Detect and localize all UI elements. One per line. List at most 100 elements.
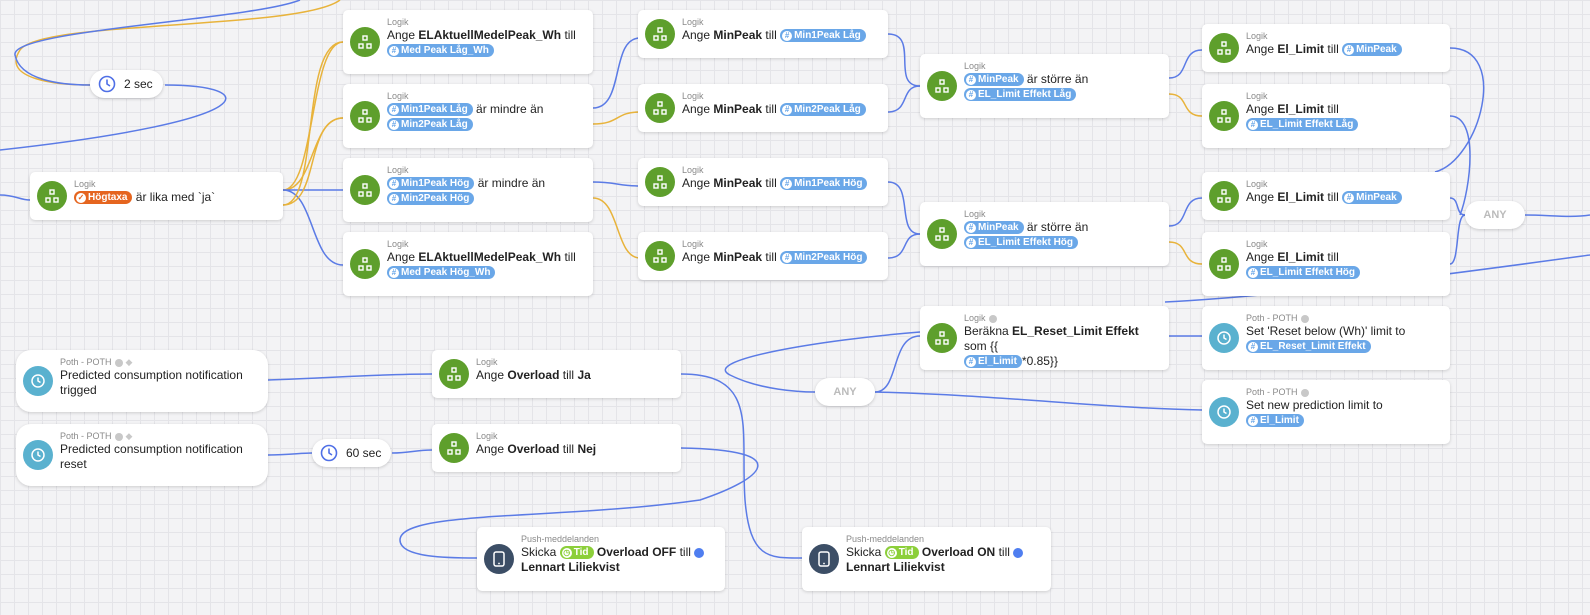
logic-icon xyxy=(927,219,957,249)
variable-tag: #Min1Peak Hög xyxy=(387,177,475,191)
logic-icon xyxy=(439,359,469,389)
logic-icon xyxy=(1209,249,1239,279)
logic-icon xyxy=(1209,101,1239,131)
logic-icon xyxy=(1209,181,1239,211)
trigger-text: Predicted consumption notification trigg… xyxy=(60,368,243,397)
card-category: Logik xyxy=(387,239,409,249)
tag-icon[interactable]: ◆ xyxy=(125,431,133,441)
info-icon[interactable] xyxy=(1300,314,1309,323)
logic-icon xyxy=(350,175,380,205)
logic-icon xyxy=(350,27,380,57)
card-category: Push-meddelanden xyxy=(521,534,600,544)
card-category: Logik xyxy=(74,179,96,189)
logic-card-set-minpeak-3[interactable]: Logik Ange MinPeak till #Min1Peak Hög xyxy=(638,158,888,206)
logic-icon xyxy=(439,433,469,463)
variable-tag: #Min2Peak Låg xyxy=(780,103,866,117)
card-category: Logik xyxy=(1246,91,1268,101)
poth-icon xyxy=(23,440,53,470)
info-icon[interactable] xyxy=(1300,388,1309,397)
trigger-card-notification-trigged[interactable]: Poth - POTH ◆ Predicted consumption notif… xyxy=(16,350,268,412)
logic-icon xyxy=(645,241,675,271)
variable-tag: #Min1Peak Låg xyxy=(780,29,866,43)
variable-tag: #Min2Peak Hög xyxy=(387,192,475,206)
push-card-overload-on[interactable]: Push-meddelanden Skicka ◷Tid Overload ON… xyxy=(802,527,1051,591)
card-category: Logik xyxy=(682,239,704,249)
card-category: Logik xyxy=(387,91,409,101)
time-tag: ◷Tid xyxy=(884,546,919,560)
variable-tag: #MinPeak xyxy=(1342,43,1402,57)
info-icon[interactable] xyxy=(114,358,123,367)
info-icon[interactable] xyxy=(114,432,123,441)
card-category: Logik xyxy=(682,91,704,101)
logic-card-med-peak-lag[interactable]: Logik Ange ELAktuellMedelPeak_Wh till#Me… xyxy=(343,10,593,74)
trigger-text: Predicted consumption notification reset xyxy=(60,442,243,471)
variable-name: ELAktuellMedelPeak_Wh xyxy=(418,250,562,264)
card-category: Logik xyxy=(682,165,704,175)
card-category: Logik xyxy=(476,431,498,441)
card-category: Logik xyxy=(476,357,498,367)
logic-icon xyxy=(1209,33,1239,63)
info-icon[interactable] xyxy=(988,314,997,323)
variable-tag: #MinPeak xyxy=(964,221,1024,235)
card-category: Logik xyxy=(964,313,986,323)
variable-tag: #EL_Reset_Limit Effekt xyxy=(1246,340,1371,354)
logic-card-set-el-limit-3[interactable]: Logik Ange El_Limit till #MinPeak xyxy=(1202,172,1450,220)
variable-tag: #Min1Peak Låg xyxy=(387,103,473,117)
logic-card-set-el-limit-1[interactable]: Logik Ange El_Limit till #MinPeak xyxy=(1202,24,1450,72)
logic-card-set-el-limit-2[interactable]: Logik Ange El_Limit till#EL_Limit Effekt… xyxy=(1202,84,1450,148)
phone-icon xyxy=(809,544,839,574)
card-category: Logik xyxy=(1246,179,1268,189)
logic-card-set-minpeak-4[interactable]: Logik Ange MinPeak till #Min2Peak Hög xyxy=(638,232,888,280)
card-category: Logik xyxy=(682,17,704,27)
logic-card-set-el-limit-4[interactable]: Logik Ange El_Limit till#EL_Limit Effekt… xyxy=(1202,232,1450,296)
trigger-card-notification-reset[interactable]: Poth - POTH◆ Predicted consumption notif… xyxy=(16,424,268,486)
logic-icon xyxy=(645,19,675,49)
poth-icon xyxy=(1209,397,1239,427)
variable-tag: #EL_Limit Effekt Låg xyxy=(964,88,1077,102)
variable-tag: #MinPeak xyxy=(964,73,1024,87)
recipient-name: Lennart Liliekvist xyxy=(521,560,620,574)
logic-card-set-minpeak-2[interactable]: Logik Ange MinPeak till #Min2Peak Låg xyxy=(638,84,888,132)
clock-icon xyxy=(320,444,338,462)
logic-card-min-peak-lag-compare[interactable]: Logik #Min1Peak Låg är mindre än#Min2Pea… xyxy=(343,84,593,148)
logic-icon xyxy=(350,101,380,131)
card-category: Logik xyxy=(1246,239,1268,249)
tag-icon[interactable]: ◆ xyxy=(125,357,133,367)
variable-tag: #El_Limit xyxy=(964,355,1022,369)
card-category: Logik xyxy=(964,61,986,71)
logic-icon xyxy=(350,249,380,279)
poth-card-set-reset-limit[interactable]: Poth - POTH Set 'Reset below (Wh)' limit… xyxy=(1202,306,1450,370)
user-icon xyxy=(1013,547,1024,558)
variable-name: ELAktuellMedelPeak_Wh xyxy=(418,28,562,42)
card-category: Poth - POTH xyxy=(60,357,112,367)
logic-card-set-overload-ja[interactable]: Logik Ange Overload till Ja xyxy=(432,350,681,398)
logic-card-hogtaxa[interactable]: Logik ✓Högtaxa är lika med `ja` xyxy=(30,172,283,220)
delay-2sec[interactable]: 2 sec xyxy=(90,70,163,98)
variable-tag: #Med Peak Låg_Wh xyxy=(387,44,494,58)
push-card-overload-off[interactable]: Push-meddelanden Skicka ◷Tid Overload OF… xyxy=(477,527,725,591)
condition-text: är lika med `ja` xyxy=(135,190,216,204)
logic-card-med-peak-hog[interactable]: Logik Ange ELAktuellMedelPeak_Wh till#Me… xyxy=(343,232,593,296)
logic-icon xyxy=(927,323,957,353)
delay-label: 60 sec xyxy=(346,446,382,460)
variable-tag: #El_Limit xyxy=(1246,414,1304,428)
poth-icon xyxy=(23,366,53,396)
any-node-middle[interactable]: ANY xyxy=(815,378,875,406)
logic-card-set-minpeak-1[interactable]: Logik Ange MinPeak till #Min1Peak Låg xyxy=(638,10,888,58)
logic-card-set-overload-nej[interactable]: Logik Ange Overload till Nej xyxy=(432,424,681,472)
poth-card-set-prediction-limit[interactable]: Poth - POTH Set new prediction limit to#… xyxy=(1202,380,1450,444)
any-node-right[interactable]: ANY xyxy=(1465,201,1525,229)
phone-icon xyxy=(484,544,514,574)
logic-card-calc-reset-limit[interactable]: Logik Beräkna EL_Reset_Limit Effekt som … xyxy=(920,306,1169,370)
clock-icon xyxy=(98,75,116,93)
time-tag: ◷Tid xyxy=(559,546,594,560)
logic-card-minpeak-greater-hog[interactable]: Logik #MinPeak är större än#EL_Limit Eff… xyxy=(920,202,1169,266)
logic-card-min-peak-hog-compare[interactable]: Logik #Min1Peak Hög är mindre än#Min2Pea… xyxy=(343,158,593,222)
delay-60sec[interactable]: 60 sec xyxy=(312,439,392,467)
recipient-name: Lennart Liliekvist xyxy=(846,560,945,574)
variable-tag: #Med Peak Hög_Wh xyxy=(387,266,496,280)
logic-card-minpeak-greater-lag[interactable]: Logik #MinPeak är större än#EL_Limit Eff… xyxy=(920,54,1169,118)
card-category: Logik xyxy=(964,209,986,219)
card-category: Logik xyxy=(387,165,409,175)
